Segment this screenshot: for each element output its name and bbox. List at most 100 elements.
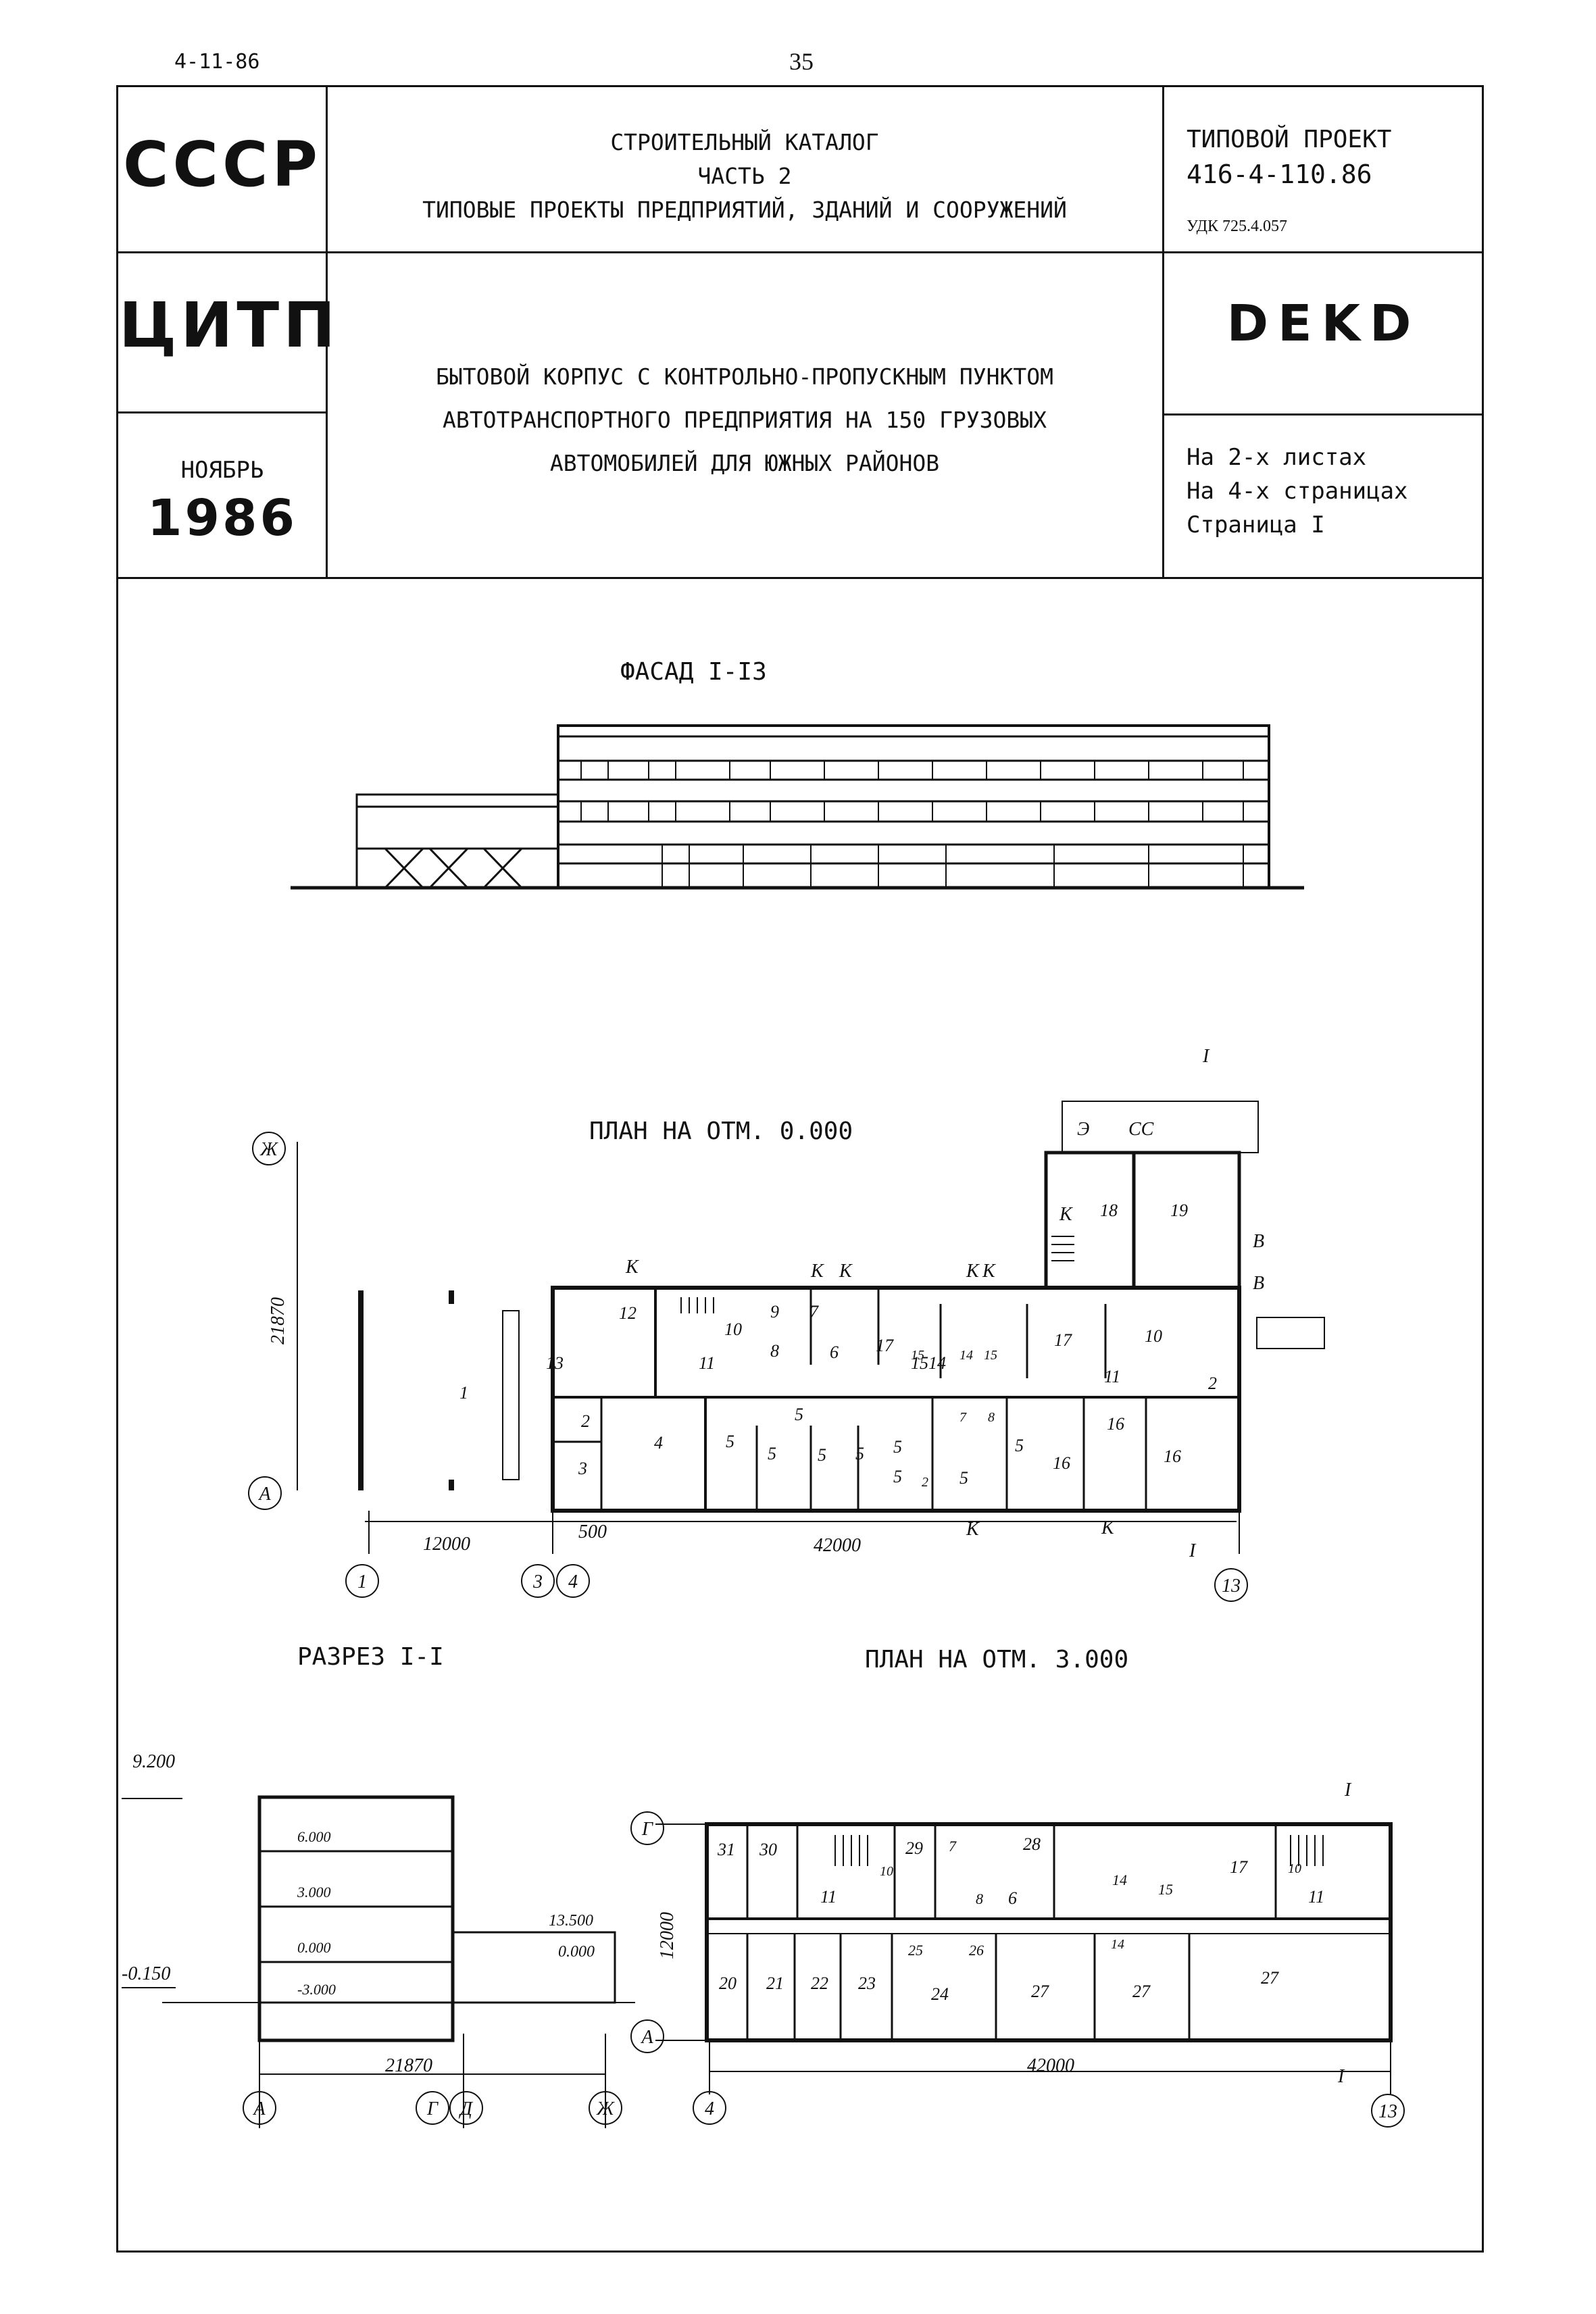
room-0-4: 5 — [726, 1432, 734, 1451]
section-axis-a-label: А — [252, 2098, 266, 2119]
room-0-25: 16 — [1164, 1447, 1181, 1466]
title-line-1: БЫТОВОЙ КОРПУС С КОНТРОЛЬНО-ПРОПУСКНЫМ П… — [436, 363, 1053, 390]
axis-13b-bubble — [1371, 2094, 1405, 2128]
facade-title: ФАСАД I-I3 — [620, 658, 767, 686]
room-3-0: 31 — [717, 1840, 735, 1859]
label-v-1: В — [1253, 1231, 1264, 1252]
room-3-7: 10 — [880, 1864, 893, 1879]
entry-k-3: К — [839, 1261, 853, 1282]
plan3-outline — [705, 1822, 1393, 2042]
dim-42000-plan3: 42000 — [1027, 2055, 1074, 2076]
section-axis-zh-label: Ж — [596, 2098, 615, 2119]
axis-13b-label: 13 — [1378, 2101, 1397, 2122]
pages-count: На 4-х страницах — [1187, 478, 1408, 505]
room-0-15: 8 — [770, 1341, 779, 1361]
room-3-10: 8 — [976, 1890, 983, 1907]
cut-mark-top: I — [1202, 1046, 1210, 1067]
axis-zh-bubble — [252, 1132, 286, 1165]
room-0-26: 17 — [876, 1336, 894, 1355]
axis-1-label: 1 — [357, 1571, 367, 1592]
room-3-6: 11 — [1308, 1887, 1324, 1907]
room-3-12: 14 — [1112, 1871, 1127, 1888]
room-3-16: 22 — [811, 1973, 828, 1993]
header-divider-right — [1164, 413, 1484, 416]
room-0-30: 10 — [1145, 1326, 1162, 1346]
section-title: РАЗРЕЗ I-I — [297, 1643, 444, 1671]
page-number: 35 — [789, 48, 814, 75]
axis-4b-label: 4 — [705, 2098, 714, 2119]
cut-mark-plan3-top: I — [1344, 1780, 1352, 1801]
sheets-count: На 2-х листах — [1187, 444, 1367, 471]
cut-mark-plan3-bottom: I — [1337, 2066, 1345, 2087]
section-axis-a-bubble — [243, 2091, 276, 2125]
label-e: Э — [1077, 1119, 1089, 1140]
room-0-16: 9 — [770, 1302, 779, 1322]
level-3000: 3.000 — [297, 1884, 331, 1901]
level-minus-0150: -0.150 — [122, 1963, 170, 1984]
section-axis-d-bubble — [449, 2091, 483, 2125]
axis-bubbles — [243, 1132, 1405, 2128]
plan0-drawing — [297, 1101, 1325, 1554]
level-6000: 6.000 — [297, 1828, 331, 1845]
document-code: 4-11-86 — [174, 50, 260, 74]
room-0-31: 11 — [1104, 1367, 1120, 1386]
plan3-stairs — [834, 1835, 1324, 1866]
level-0000-canopy: 0.000 — [558, 1943, 595, 1961]
axis-a2-bubble — [630, 2019, 664, 2053]
entry-k-1: К — [625, 1257, 639, 1278]
axis-a2-label: А — [640, 2027, 653, 2048]
header-divider-left — [116, 411, 327, 413]
header-vline-right — [1162, 85, 1164, 578]
dim-21870-vertical: 21870 — [268, 1297, 289, 1344]
room-0-13: 6 — [830, 1342, 839, 1362]
entry-k-4: К — [966, 1261, 980, 1282]
plan0-top-canopy — [1062, 1101, 1259, 1153]
room-3-9: 7 — [949, 1838, 957, 1855]
section-axis-zh-bubble — [589, 2091, 622, 2125]
room-0-23: 16 — [1107, 1414, 1124, 1434]
section-building — [257, 1795, 455, 2042]
room-3-22: 27 — [1132, 1982, 1151, 2001]
room-0-24: 16 — [1053, 1453, 1070, 1473]
facade-windows — [580, 761, 1244, 888]
label-ss: СС — [1128, 1119, 1154, 1140]
room-0-34: 7 — [959, 1410, 967, 1425]
room-0-27: 17 — [1054, 1330, 1072, 1350]
room-0-5: 5 — [768, 1444, 776, 1463]
section-axis-g-label: Г — [426, 2098, 439, 2119]
plan0-stairs — [680, 1236, 1074, 1313]
room-0-9: 5 — [893, 1437, 902, 1457]
axis-g-bubble — [630, 1811, 664, 1845]
room-3-13: 15 — [1158, 1881, 1173, 1898]
section-axis-g-bubble — [416, 2091, 449, 2125]
axis-a-label: А — [257, 1484, 271, 1505]
header-bottom-line — [116, 577, 1484, 579]
room-0-33: 2 — [922, 1475, 928, 1490]
room-3-23: 27 — [1261, 1968, 1279, 1988]
catalog-title: СТРОИТЕЛЬНЫЙ КАТАЛОГ ЧАСТЬ 2 ТИПОВЫЕ ПРО… — [328, 126, 1161, 227]
header-divider — [116, 251, 1484, 253]
plan3-room-numbers: 31 30 29 28 17 11 11 10 10 7 8 6 14 15 2… — [717, 1834, 1324, 2004]
room-3-2: 29 — [905, 1838, 923, 1858]
room-3-4: 17 — [1230, 1857, 1248, 1877]
room-0-29: 19 — [1170, 1201, 1188, 1220]
facade-canopy — [355, 793, 559, 889]
entry-k-6: К — [1059, 1204, 1073, 1225]
catalog-line-1: СТРОИТЕЛЬНЫЙ КАТАЛОГ — [610, 129, 879, 155]
room-0-28: 18 — [1100, 1201, 1118, 1220]
room-0-38: 15 — [984, 1348, 997, 1363]
page-index: Страница I — [1187, 511, 1325, 538]
axis-3-label: 3 — [532, 1571, 543, 1592]
title-line-2: АВТОТРАНСПОРТНОГО ПРЕДПРИЯТИЯ НА 150 ГРУ… — [442, 407, 1047, 433]
room-0-32: 2 — [1208, 1374, 1217, 1393]
issue-month: НОЯБРЬ — [180, 457, 264, 484]
room-0-35: 8 — [988, 1410, 995, 1425]
plan3-drawing — [655, 1822, 1393, 2094]
room-3-20: 26 — [969, 1942, 984, 1959]
udk-code: УДК 725.4.057 — [1187, 218, 1287, 235]
section-axis-d-label: Д — [458, 2098, 474, 2119]
facade-drawing — [291, 724, 1304, 890]
level-0000: 0.000 — [297, 1939, 331, 1956]
room-3-1: 30 — [759, 1840, 777, 1859]
